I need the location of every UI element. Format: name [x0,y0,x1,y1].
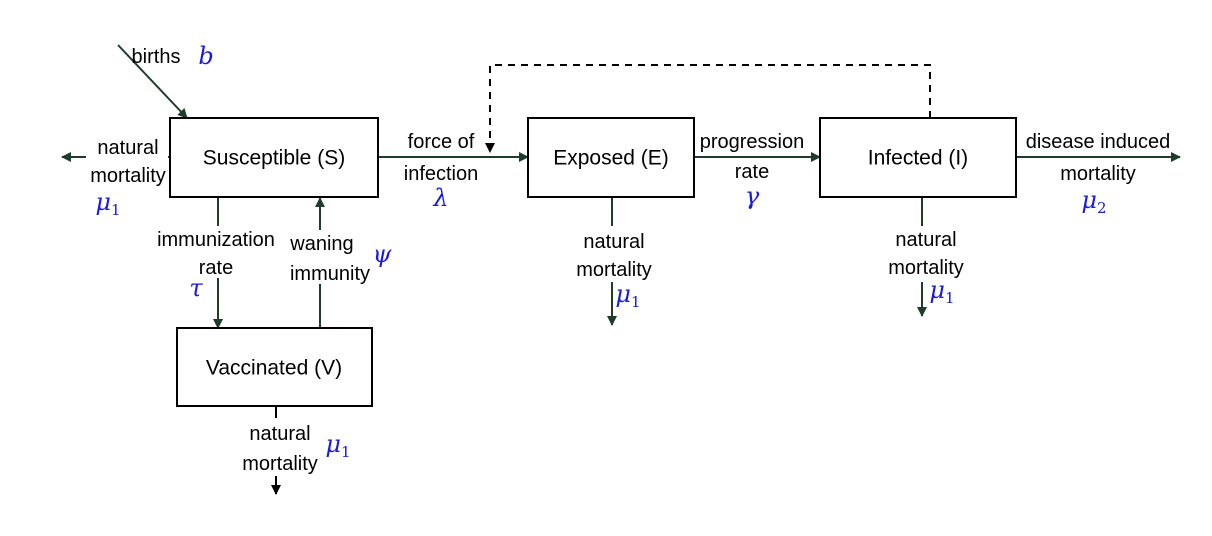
param-tau: τ [189,274,203,302]
param-lambda: λ [432,184,448,212]
progression-label: progression [700,131,805,153]
vaccinated-node: Vaccinated (V) [176,327,373,407]
infected-label: Infected (I) [868,147,968,170]
vaccinated-label: Vaccinated (V) [206,357,342,380]
infection-label: infection [404,163,479,185]
param-psi: ψ [373,240,393,268]
exposed-label: Exposed (E) [553,147,669,170]
param-mu-i: μ1 [929,276,954,307]
disease-induced-label: disease induced [1026,131,1171,153]
v-natural-label: natural [249,423,310,445]
infected-node: Infected (I) [819,117,1017,198]
immunization-rate-label: rate [199,257,233,279]
immunity-label: immunity [290,263,370,285]
exposed-node: Exposed (E) [527,117,695,198]
susceptible-label: Susceptible (S) [203,147,345,170]
infection-feedback-dashed-arrow [485,64,931,153]
progression-rate-label: rate [735,161,769,183]
e-mortality-label: mortality [576,259,652,281]
param-mu2: μ2 [1081,186,1106,217]
births-arrow [117,44,188,119]
births-label: births [132,46,181,68]
s-natural-label: natural [97,137,158,159]
force-of-label: force of [408,131,475,153]
v-mortality-label: mortality [242,453,318,475]
waning-label: waning [289,233,353,255]
param-b: b [198,42,213,70]
i-natural-label: natural [895,229,956,251]
i-mortality-label: mortality [888,257,964,279]
s-mortality-label: mortality [90,165,166,187]
param-mu-v: μ1 [325,430,350,461]
immunization-label: immunization [157,229,275,251]
e-natural-label: natural [583,231,644,253]
disease-mortality-label: mortality [1060,163,1136,185]
param-gamma: γ [745,182,760,210]
param-mu-s: μ1 [95,188,120,219]
param-mu-e: μ1 [615,280,640,311]
susceptible-node: Susceptible (S) [169,117,379,198]
